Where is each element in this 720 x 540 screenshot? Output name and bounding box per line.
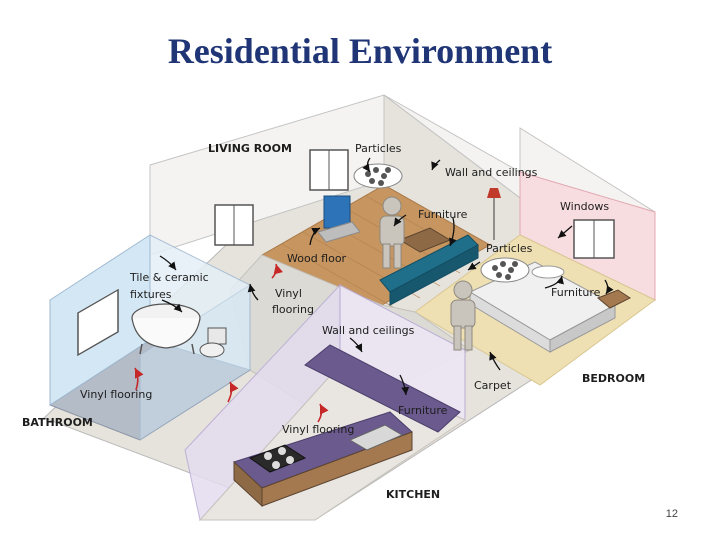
person-living-room [379,196,405,269]
label-vinyl-hall-line1: Vinyl [275,287,302,300]
label-furniture-bedroom: Furniture [551,286,601,299]
label-windows: Windows [560,200,609,213]
kitchen-sink [348,424,404,451]
particles-cloud-bedroom [480,257,530,283]
label-vinyl-bathroom: Vinyl flooring [80,388,152,401]
label-kitchen: KITCHEN [386,488,440,501]
label-living-room: LIVING ROOM [208,142,292,155]
label-tile-line1: Tile & ceramic [129,271,209,284]
label-bathroom: BATHROOM [22,416,93,429]
label-bedroom: BEDROOM [582,372,645,385]
kitchen-counter-back [304,344,461,433]
bathtub [131,303,201,355]
page-number: 12 [665,508,678,520]
toilet [199,327,227,358]
label-vinyl-kitchen: Vinyl flooring [282,423,354,436]
kitchen-counter-base-2 [261,431,413,507]
bathroom-window [77,288,119,357]
kitchen-stove [248,444,307,473]
label-furniture-living: Furniture [418,208,468,221]
label-wall-ceilings-kitchen: Wall and ceilings [322,324,415,337]
slide-title: Residential Environment [167,31,553,71]
label-furniture-kitchen: Furniture [398,404,448,417]
floor-lamp [487,188,501,240]
sofa [379,234,479,306]
label-vinyl-hall-line2: flooring [272,303,314,316]
pointer-arrows [159,157,614,396]
particles-cloud-living [353,163,403,189]
label-carpet: Carpet [474,379,512,392]
tv [317,195,361,243]
person-bedroom [450,280,476,351]
label-particles-bedroom: Particles [486,242,533,255]
label-wood-floor: Wood floor [287,252,347,265]
label-particles-living: Particles [355,142,402,155]
vinyl-red-arrows [134,263,329,423]
label-tile-line2: fixtures [130,288,172,301]
label-wall-ceilings-living: Wall and ceilings [445,166,538,179]
